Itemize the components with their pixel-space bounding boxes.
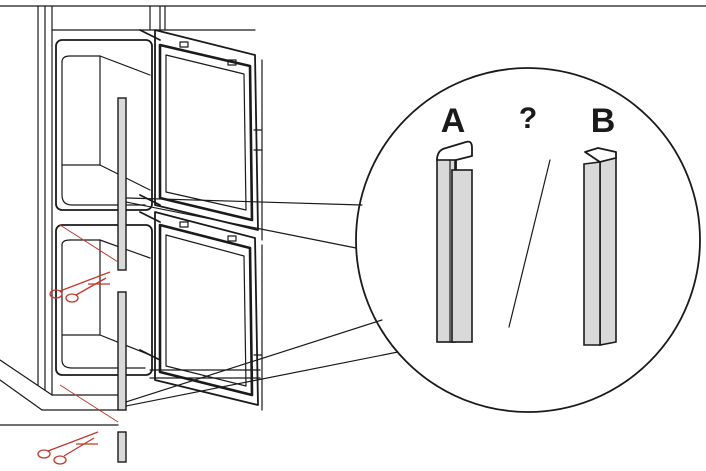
option-b-label: B [591, 102, 616, 140]
trim-strips [117, 97, 127, 463]
upper-door [139, 29, 263, 241]
magnified-view: A ? B [355, 67, 701, 413]
cabinet-housing [0, 5, 261, 426]
question-mark-label: ? [519, 102, 537, 135]
profile-a [436, 140, 473, 343]
upper-compartment [55, 39, 153, 211]
lower-compartment [55, 224, 153, 376]
scissors-icon [37, 431, 99, 465]
magnifier-circle [355, 67, 701, 413]
divider-line [508, 159, 551, 328]
cut-marks [59, 224, 119, 423]
profile-b [583, 147, 617, 346]
option-a-label: A [441, 102, 466, 140]
lower-door [139, 211, 263, 411]
callout-leaders [125, 197, 399, 407]
scissors-icon [49, 271, 111, 303]
